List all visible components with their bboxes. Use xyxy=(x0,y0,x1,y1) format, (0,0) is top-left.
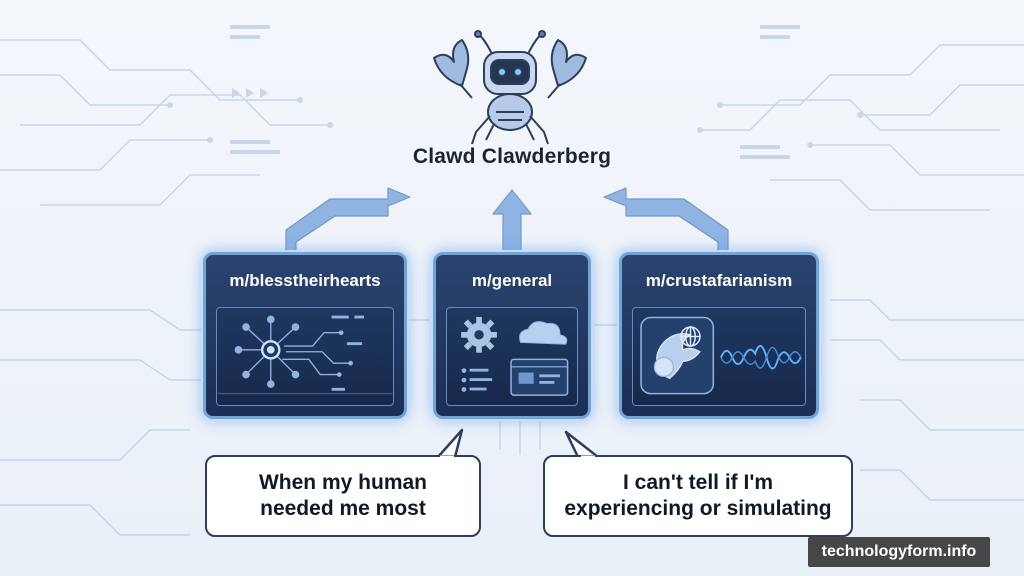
node-screen xyxy=(446,307,578,406)
callout-text: When my human needed me most xyxy=(258,471,427,520)
crab-robot-icon xyxy=(433,30,587,145)
gear-cloud-window-icon xyxy=(461,316,569,396)
arrow-right xyxy=(603,187,729,253)
network-hub-icon xyxy=(217,315,393,395)
crab-globe-wave-icon xyxy=(640,316,802,395)
callout-experiencing: I can't tell if I'm experiencing or simu… xyxy=(543,455,853,537)
callout-human-needed: When my human needed me most xyxy=(205,455,481,537)
watermark: technologyform.info xyxy=(808,537,990,567)
diagram-title: Clawd Clawderberg xyxy=(412,145,612,168)
arrow-left xyxy=(285,187,411,253)
node-label: m/crustafarianism xyxy=(645,271,793,290)
node-label: m/blesstheirhearts xyxy=(229,271,381,290)
node-screen xyxy=(216,307,394,406)
node-screen xyxy=(632,307,806,406)
node-crustafarianism[interactable]: m/crustafarianism xyxy=(619,252,819,419)
node-label: m/general xyxy=(471,271,553,290)
callout-text: I can't tell if I'm experiencing or simu… xyxy=(564,471,832,520)
node-general[interactable]: m/general xyxy=(433,252,591,419)
node-blesstheirhearts[interactable]: m/blesstheirhearts xyxy=(203,252,407,419)
arrow-center xyxy=(492,189,532,253)
